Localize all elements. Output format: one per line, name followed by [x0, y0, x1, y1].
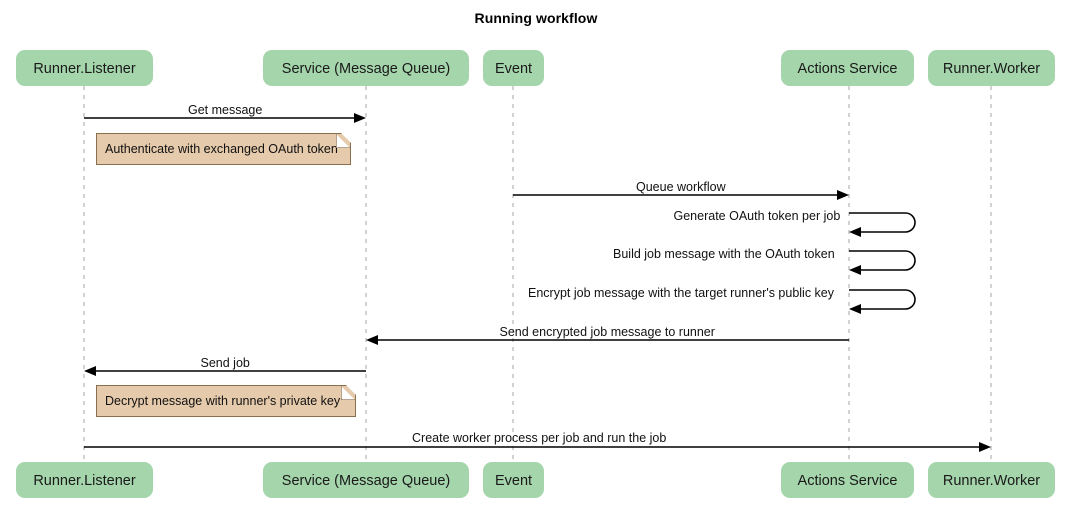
participant-event-bottom[interactable]: Event: [483, 462, 544, 498]
participant-service-message-queue-bottom[interactable]: Service (Message Queue): [263, 462, 469, 498]
participant-service-message-queue-top[interactable]: Service (Message Queue): [263, 50, 469, 86]
message-build-job-message-with-the-oauth-token: [849, 250, 916, 275]
message-label-queue-workflow: Queue workflow: [636, 180, 726, 194]
message-label-send-encrypted-job-message-to-runner: Send encrypted job message to runner: [499, 325, 715, 339]
note-fold-icon: [341, 386, 355, 400]
participant-actions-service-bottom[interactable]: Actions Service: [781, 462, 914, 498]
participant-runner-listener-top[interactable]: Runner.Listener: [16, 50, 153, 86]
note-label: Decrypt message with runner's private ke…: [105, 394, 341, 408]
participant-runner-listener-bottom[interactable]: Runner.Listener: [16, 462, 153, 498]
message-label-generate-oauth-token-per-job: Generate OAuth token per job: [673, 209, 841, 223]
participant-runner-worker-top[interactable]: Runner.Worker: [928, 50, 1055, 86]
message-label-get-message: Get message: [188, 103, 263, 117]
note-label: Authenticate with exchanged OAuth token: [105, 142, 338, 156]
participant-runner-worker-bottom[interactable]: Runner.Worker: [928, 462, 1055, 498]
note-fold-icon: [336, 134, 350, 148]
note-decrypt-message-with-runners-private-key: Decrypt message with runner's private ke…: [96, 385, 356, 417]
message-label-send-job: Send job: [200, 356, 250, 370]
participant-actions-service-top[interactable]: Actions Service: [781, 50, 914, 86]
message-label-encrypt-job-message-with-the-target-runners-public-key: Encrypt job message with the target runn…: [528, 286, 835, 300]
message-encrypt-job-message-with-the-target-runners-public-key: [849, 289, 916, 314]
message-label-build-job-message-with-the-oauth-token: Build job message with the OAuth token: [613, 247, 835, 261]
message-generate-oauth-token-per-job: [849, 212, 916, 237]
page-title: Running workflow: [474, 10, 598, 26]
note-authenticate-with-exchanged-oauth-token: Authenticate with exchanged OAuth token: [96, 133, 351, 165]
message-label-create-worker-process-per-job-and-run-the-job: Create worker process per job and run th…: [412, 431, 667, 445]
participant-event-top[interactable]: Event: [483, 50, 544, 86]
